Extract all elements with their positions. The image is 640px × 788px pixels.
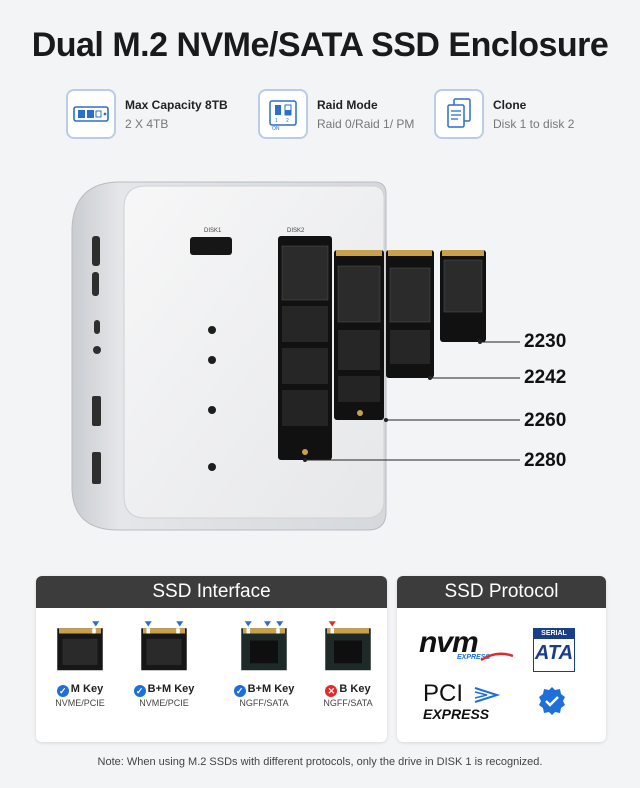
dip-label-1: 1 — [275, 118, 278, 124]
key-item-bm-sata: ✓B+M Key NGFF/SATA — [224, 616, 304, 708]
b-key-ssd-icon — [325, 621, 371, 671]
dip-label-2: 2 — [286, 118, 289, 124]
ssd-2230 — [440, 250, 486, 342]
size-label-2280: 2280 — [524, 450, 567, 471]
feature-capacity-heading: Max Capacity 8TB — [125, 97, 228, 112]
dip-switch-icon: 1 2 ON — [258, 89, 308, 139]
clone-document-icon — [434, 89, 484, 139]
check-icon: ✓ — [233, 685, 246, 697]
key-item-b: ✕B Key NGFF/SATA — [308, 616, 387, 708]
sata-top-text: SERIAL — [534, 629, 574, 639]
ssd-interface-heading: SSD Interface — [36, 576, 387, 608]
feature-raid: 1 2 ON Raid Mode Raid 0/Raid 1/ PM — [258, 87, 414, 141]
footnote: Note: When using M.2 SSDs with different… — [97, 756, 543, 768]
feature-capacity: Max Capacity 8TB 2 X 4TB — [66, 87, 228, 141]
ssd-interface-panel: SSD Interface ✓M Key NVME/PCIE — [36, 576, 387, 742]
tf-slot — [92, 272, 99, 296]
feature-raid-heading: Raid Mode — [317, 97, 378, 112]
usb-c-port — [94, 320, 100, 334]
page-title: Dual M.2 NVMe/SATA SSD Enclosure — [31, 26, 609, 64]
nvm-express-sub: EXPRESS — [457, 654, 491, 661]
nvme-express-logo: nvm EXPRESS — [419, 628, 519, 668]
check-icon: ✓ — [56, 685, 69, 697]
ssd-capacity-icon — [66, 89, 116, 139]
feature-raid-sub: Raid 0/Raid 1/ PM — [317, 116, 415, 131]
feature-capacity-sub: 2 X 4TB — [125, 116, 169, 131]
ssd-2260 — [334, 250, 384, 420]
disk1-label: DISK1 — [204, 228, 222, 234]
ssd-2280 — [278, 236, 332, 460]
m-key-ssd-icon — [57, 621, 103, 671]
pci-express-sub: EXPRESS — [423, 706, 490, 722]
key-sub-bm-sata: NGFF/SATA — [239, 698, 289, 708]
nvme-swoosh-icon — [480, 652, 514, 662]
size-label-2242: 2242 — [524, 367, 567, 388]
bm-key-sata-ssd-icon — [241, 621, 287, 671]
key-item-bm-nvme: ✓B+M Key NVME/PCIE — [124, 616, 204, 708]
check-icon: ✓ — [133, 685, 146, 697]
sata-text: ATA — [534, 642, 574, 664]
key-item-m: ✓M Key NVME/PCIE — [40, 616, 120, 708]
enclosure-illustration: DISK1 DISK2 — [71, 181, 520, 531]
key-name-b: B Key — [339, 683, 371, 695]
pci-chevron-icon — [474, 687, 501, 703]
sd-slot — [92, 236, 100, 266]
usb-a-port-1 — [92, 396, 101, 426]
ssd-2242 — [386, 250, 434, 378]
feature-clone: Clone Disk 1 to disk 2 — [434, 87, 574, 141]
key-name-bm-nvme: B+M Key — [147, 683, 195, 695]
nvm-text: nvm — [419, 626, 479, 659]
disk2-label: DISK2 — [287, 228, 305, 234]
bm-key-nvme-ssd-icon — [141, 621, 187, 671]
key-name-m: M Key — [70, 683, 104, 695]
key-sub-bm-nvme: NVME/PCIE — [139, 698, 189, 708]
key-sub-b: NGFF/SATA — [323, 698, 373, 708]
dip-label-on: ON — [272, 126, 280, 131]
cross-icon: ✕ — [325, 685, 338, 697]
feature-clone-sub: Disk 1 to disk 2 — [493, 116, 575, 131]
size-label-2260: 2260 — [524, 410, 567, 431]
disk1-latch — [190, 237, 232, 255]
audio-jack — [93, 346, 101, 354]
feature-clone-heading: Clone — [493, 97, 527, 112]
key-sub-m: NVME/PCIE — [55, 698, 105, 708]
verified-check-icon — [539, 687, 565, 715]
key-name-bm-sata: B+M Key — [247, 683, 295, 695]
pci-text: PCI — [423, 680, 464, 707]
pci-express-logo: PCI EXPRESS — [423, 682, 523, 726]
ssd-protocol-panel: SSD Protocol nvm EXPRESS SERIAL ATA PCI … — [397, 576, 606, 742]
ssd-protocol-heading: SSD Protocol — [397, 576, 606, 608]
usb-a-port-2 — [92, 452, 101, 484]
size-label-2230: 2230 — [524, 331, 567, 352]
serial-ata-logo: SERIAL ATA — [533, 628, 575, 672]
